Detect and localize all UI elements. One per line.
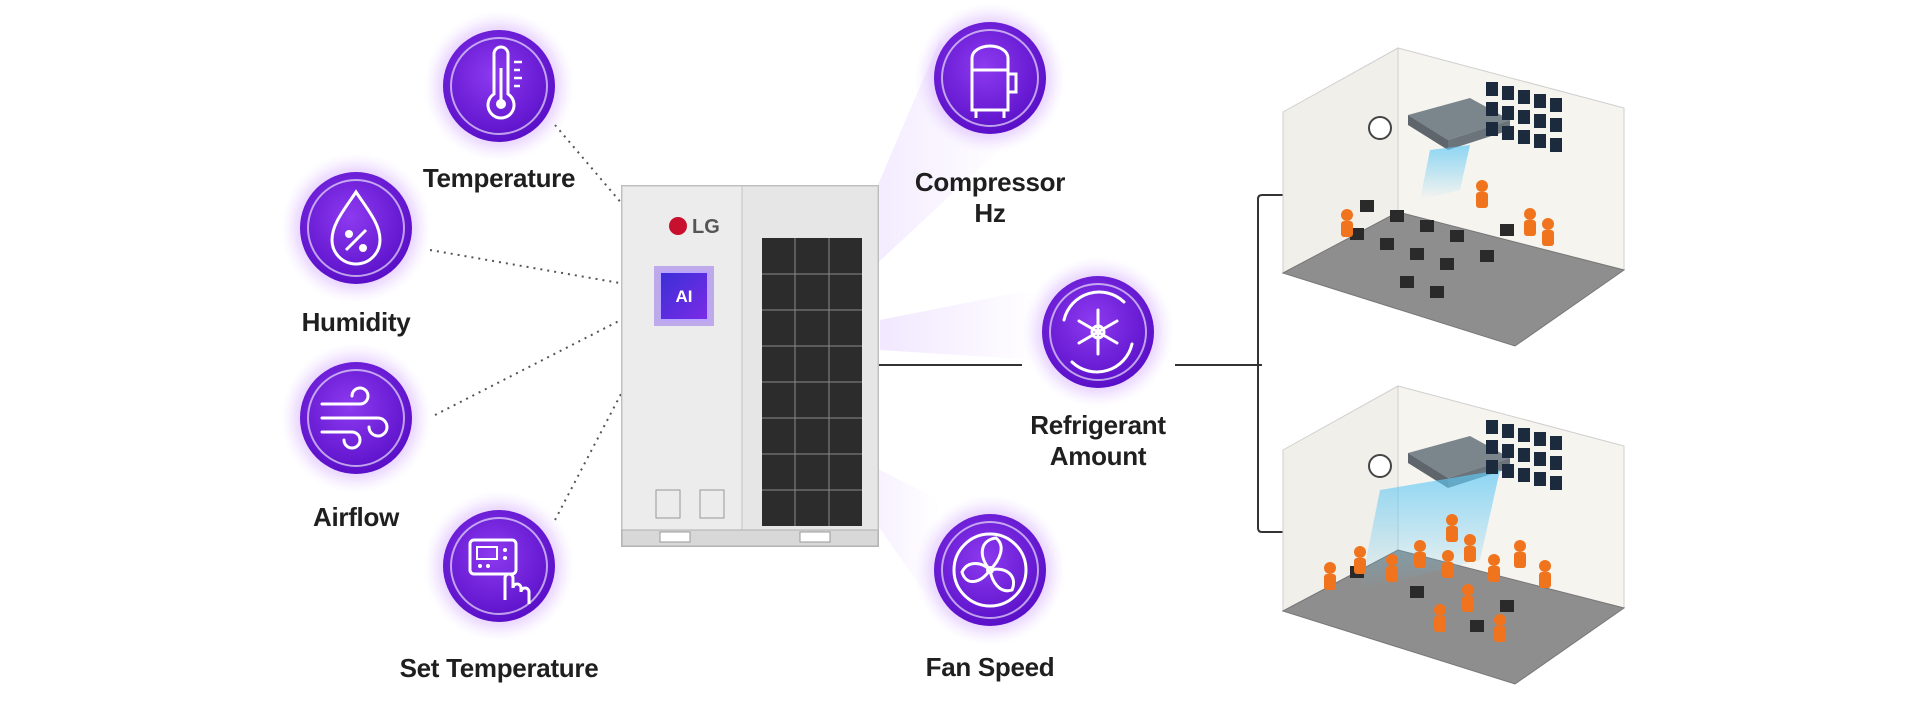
ai-chip-label: AI — [676, 287, 693, 306]
output-connectors — [878, 194, 1285, 533]
temperature-label: Temperature — [422, 163, 576, 193]
fan-icon — [914, 494, 1066, 646]
classroom-low-occupancy-illustration — [1281, 47, 1626, 347]
thermostat-touch-icon — [423, 490, 575, 642]
humidity-drop-icon — [280, 152, 432, 304]
refrigerant-amount-label: Refrigerant Amount — [1030, 410, 1166, 471]
airflow-wind-icon — [280, 342, 432, 494]
compressor-icon — [914, 2, 1066, 154]
beam-refrigerant — [880, 290, 1040, 360]
fan-speed-label: Fan Speed — [925, 652, 1055, 682]
thermometer-icon — [423, 10, 575, 162]
set-temperature-label: Set Temperature — [399, 653, 599, 683]
outdoor-unit — [621, 185, 879, 547]
humidity-label: Humidity — [301, 307, 411, 337]
lg-logo-text: LG — [692, 216, 720, 238]
compressor-hz-label: Compressor Hz — [914, 167, 1066, 228]
refrigerant-snowflake-icon — [1022, 256, 1174, 408]
ai-chip-icon — [654, 266, 714, 326]
lg-logo-mark — [669, 217, 687, 235]
classroom-high-occupancy-illustration — [1281, 385, 1626, 685]
airflow-label: Airflow — [312, 502, 399, 532]
